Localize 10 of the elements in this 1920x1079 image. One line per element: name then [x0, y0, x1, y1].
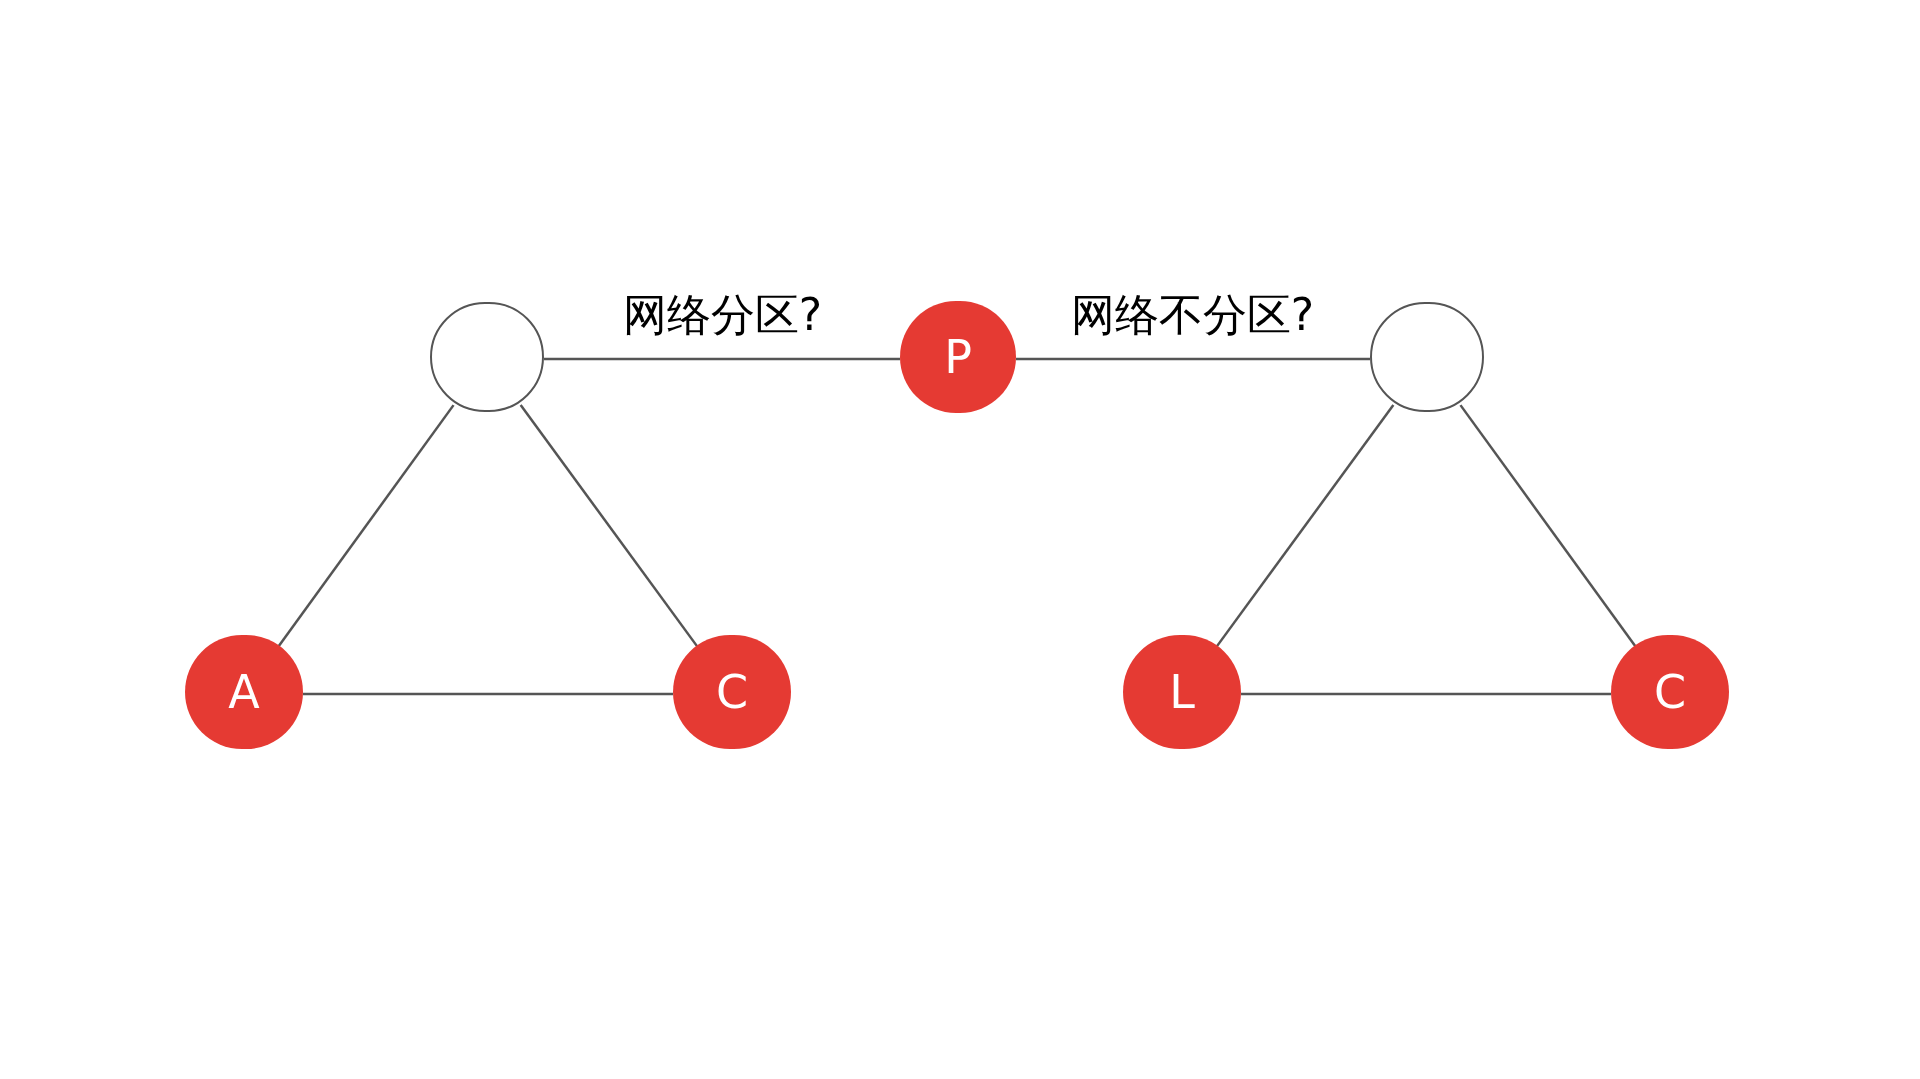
- connector-line: [1215, 404, 1395, 648]
- connector-line: [1016, 357, 1370, 361]
- connector-line: [544, 357, 900, 361]
- connector-line: [1241, 692, 1611, 696]
- connector-line: [277, 404, 455, 647]
- edge-label: 网络分区?: [622, 293, 823, 337]
- connector-line: [519, 404, 699, 648]
- edge-label: 网络不分区?: [1070, 293, 1315, 337]
- connector-line: [1459, 404, 1637, 647]
- connector-line: [303, 692, 673, 696]
